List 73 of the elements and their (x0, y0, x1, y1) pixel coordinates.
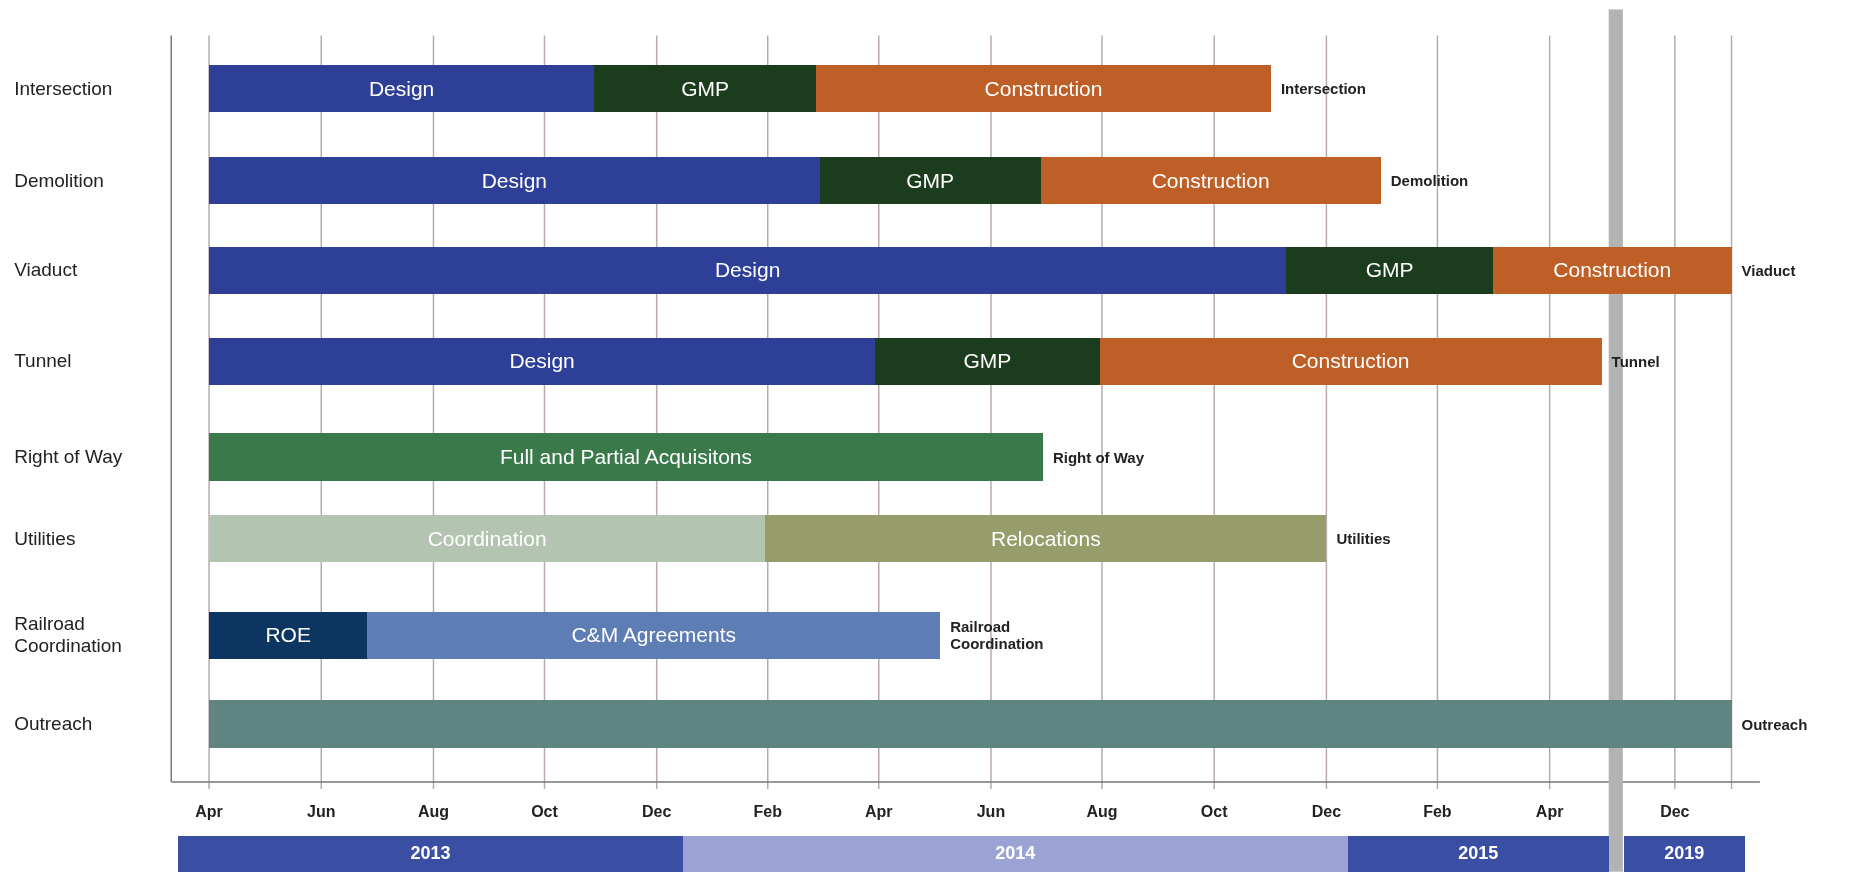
month-label: Apr (863, 803, 894, 822)
bar-label: Coordination (427, 526, 547, 551)
row-label: Railroad Coordination (14, 612, 123, 659)
month-label: Feb (1422, 803, 1453, 822)
month-label: Oct (530, 803, 559, 822)
gantt-bar (209, 514, 766, 563)
bar-label: Construction (1553, 258, 1672, 283)
month-label: Oct (1199, 803, 1229, 822)
bar-label: Relocations (991, 526, 1101, 551)
year-label: 2019 (1664, 843, 1705, 865)
month-label: Aug (1085, 803, 1119, 822)
year-band (1624, 836, 1745, 872)
gantt-bar (875, 337, 1100, 386)
gantt-bar (816, 64, 1271, 113)
year-label: 2013 (410, 843, 451, 865)
month-label: Jun (306, 803, 337, 822)
year-band (178, 836, 683, 872)
year-label: 2015 (1458, 843, 1499, 865)
row-label: Tunnel (14, 349, 73, 374)
gantt-bar (1492, 246, 1732, 295)
bar-end-label: Outreach (1741, 714, 1809, 735)
gantt-bar (819, 157, 1041, 205)
month-label: Dec (641, 803, 673, 822)
bar-label: ROE (265, 623, 311, 648)
row-label: Viaduct (14, 258, 79, 283)
month-label: Feb (752, 803, 783, 822)
gantt-bar (765, 514, 1327, 563)
year-band (682, 836, 1348, 872)
bar-label: GMP (1365, 258, 1414, 283)
month-label: Aug (416, 803, 450, 822)
bar-label: Design (481, 168, 548, 193)
bar-label: C&M Agreements (571, 623, 737, 648)
month-label: Jun (975, 803, 1007, 822)
row-label: Outreach (14, 712, 94, 736)
bar-end-label: Right of Way (1052, 447, 1146, 468)
bar-end-label: Railroad Coordination (950, 617, 1045, 655)
bar-label: Construction (1151, 168, 1270, 193)
bar-label: Construction (1291, 349, 1410, 374)
bar-end-label: Utilities (1336, 529, 1392, 550)
bar-label: GMP (681, 76, 730, 101)
gantt-bar (1040, 157, 1381, 205)
bar-label: GMP (906, 168, 955, 193)
year-label: 2014 (995, 843, 1036, 865)
bar-label: Design (509, 349, 575, 374)
month-label: Apr (194, 803, 224, 822)
gantt-bar (209, 700, 1732, 748)
gantt-bar (367, 611, 941, 660)
row-label: Intersection (14, 76, 114, 101)
gantt-bar (594, 64, 817, 113)
gantt-bar (1286, 246, 1493, 295)
month-label: Apr (1534, 803, 1565, 822)
bar-end-label: Tunnel (1611, 351, 1661, 372)
bar-label: Construction (984, 76, 1103, 101)
gantt-bar (209, 433, 1043, 481)
gantt-bar (1099, 337, 1602, 386)
bar-end-label: Demolition (1390, 171, 1470, 192)
gantt-bar (209, 611, 368, 660)
bar-end-label: Viaduct (1741, 260, 1797, 281)
month-label: Dec (1659, 803, 1691, 822)
year-band (1347, 836, 1609, 872)
gantt-bar (209, 246, 1287, 295)
row-label: Demolition (14, 168, 105, 193)
bar-label: GMP (963, 349, 1012, 374)
bar-label: Full and Partial Acquisitons (499, 445, 753, 470)
month-label: Dec (1310, 803, 1343, 822)
bar-label: Design (368, 76, 435, 101)
bar-end-label: Intersection (1280, 79, 1367, 100)
gantt-bar (209, 157, 820, 205)
gantt-bar (209, 337, 876, 386)
row-label: Right of Way (14, 445, 124, 470)
bar-label: Design (714, 258, 781, 283)
gantt-bar (209, 64, 595, 113)
row-label: Utilities (14, 526, 77, 551)
